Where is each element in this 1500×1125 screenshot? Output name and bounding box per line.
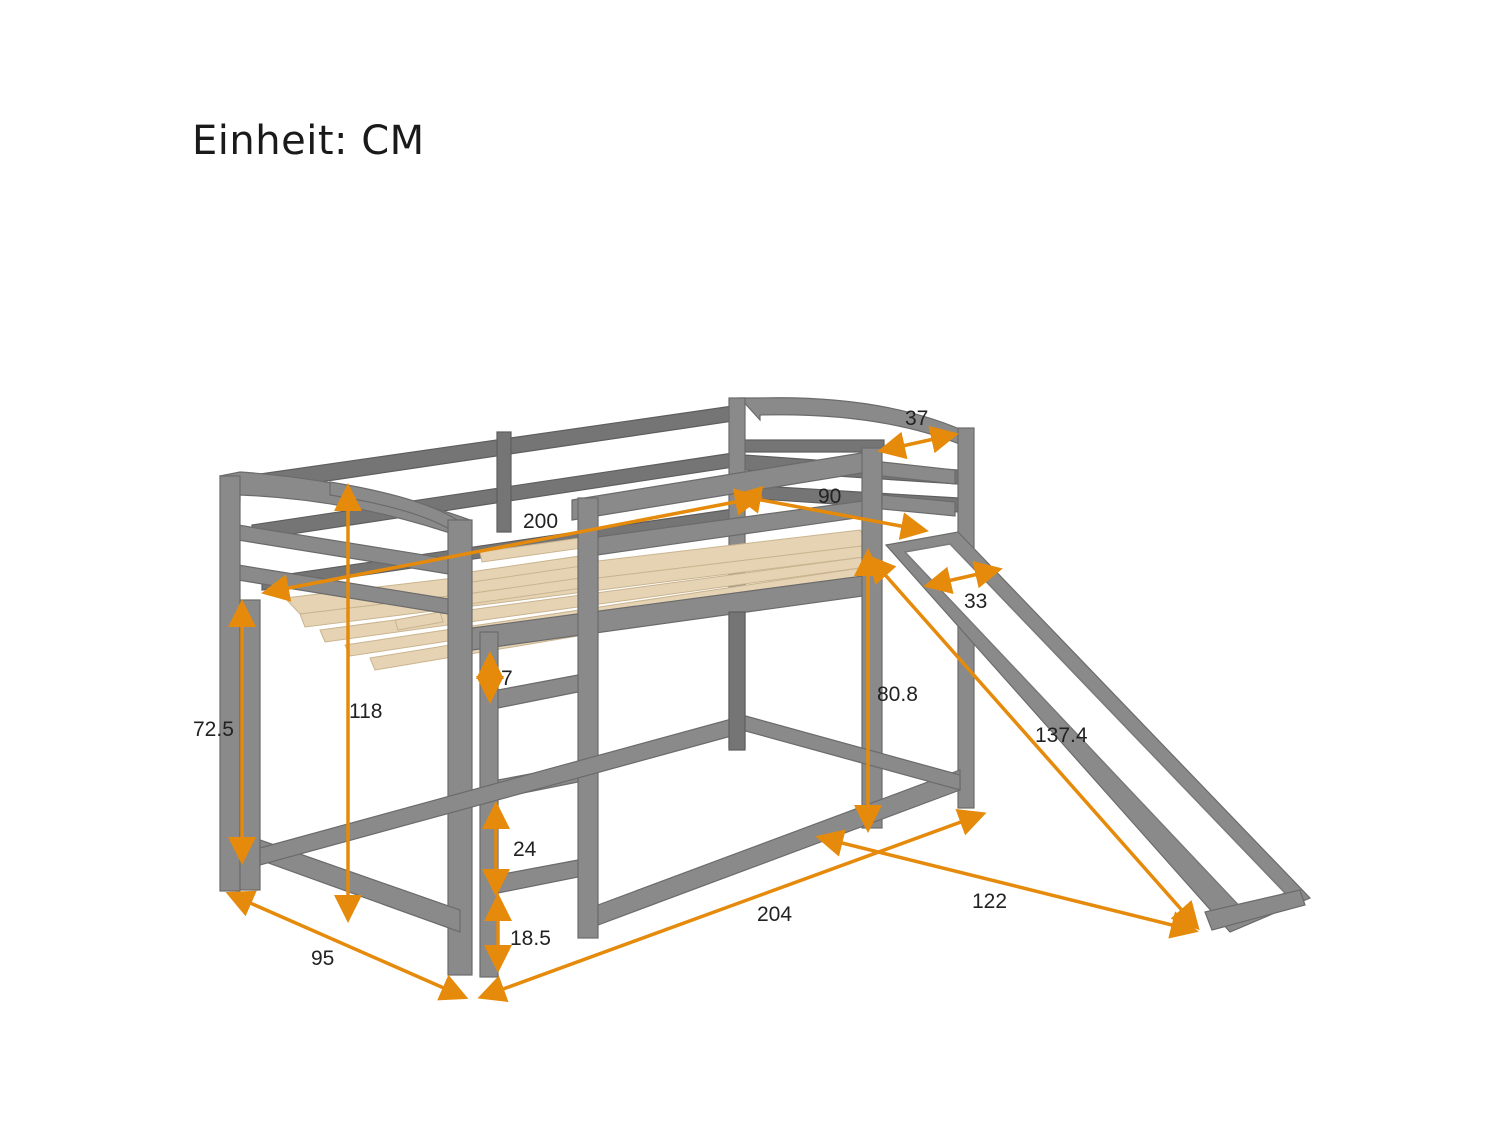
label-total-height: 118 bbox=[349, 700, 382, 723]
arrow-90 bbox=[733, 486, 929, 540]
label-slide-height: 80.8 bbox=[877, 683, 918, 706]
label-slide-reach: 122 bbox=[972, 890, 1007, 913]
label-overall-length: 204 bbox=[757, 903, 792, 926]
label-guard-width: 37 bbox=[905, 407, 928, 430]
label-width-inner: 90 bbox=[818, 485, 841, 508]
arrow-37 bbox=[877, 425, 959, 460]
dimension-arrows bbox=[225, 425, 1200, 1002]
dimension-labels: 200 90 37 33 80.8 137.4 122 204 95 118 7… bbox=[193, 407, 1088, 970]
unit-title: Einheit: CM bbox=[192, 118, 425, 164]
arrow-95 bbox=[225, 890, 469, 1001]
label-overall-width: 95 bbox=[311, 947, 334, 970]
label-rung-spacing: 24 bbox=[513, 838, 537, 861]
bed-frame bbox=[218, 397, 975, 978]
slide bbox=[884, 531, 1312, 933]
arrow-204 bbox=[477, 809, 987, 1002]
label-bottom-rung: 18.5 bbox=[510, 927, 551, 950]
label-rung-gap-top: 7 bbox=[501, 667, 513, 690]
label-slide-length: 137.4 bbox=[1035, 724, 1088, 747]
label-slide-width: 33 bbox=[964, 590, 987, 613]
label-bed-height: 72.5 bbox=[193, 718, 234, 741]
label-length-inner: 200 bbox=[523, 510, 558, 533]
